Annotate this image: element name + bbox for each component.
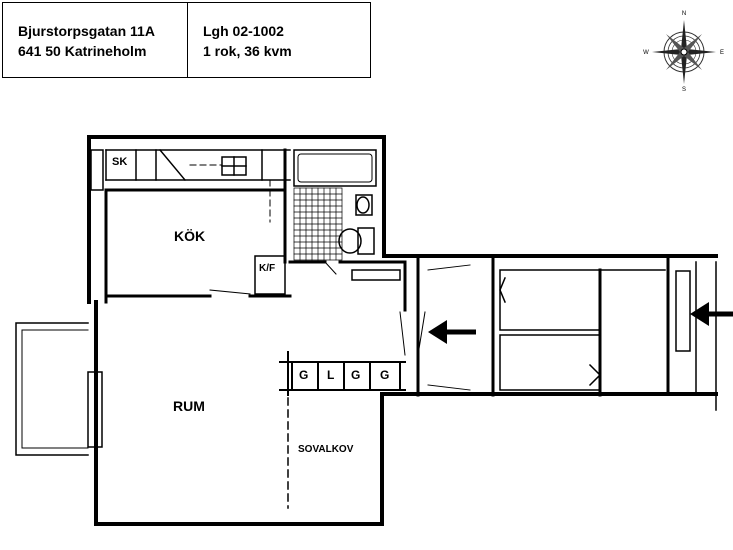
label-kitchen: KÖK bbox=[174, 228, 206, 244]
label-closet: G bbox=[299, 368, 309, 382]
closet-row bbox=[279, 361, 406, 391]
compass-e: E bbox=[720, 50, 724, 56]
bathroom-floor-grid bbox=[293, 187, 343, 261]
street-address: Bjurstorpsgatan 11A bbox=[18, 23, 155, 39]
compass-w: W bbox=[643, 50, 649, 56]
compass-n: N bbox=[682, 11, 686, 17]
info-box: Bjurstorpsgatan 11A 641 50 Katrineholm L… bbox=[2, 2, 371, 78]
apartment-cell: Lgh 02-1002 1 rok, 36 kvm bbox=[188, 3, 370, 77]
address-cell: Bjurstorpsgatan 11A 641 50 Katrineholm bbox=[3, 3, 188, 77]
label-closet: L bbox=[327, 368, 335, 382]
compass-rose-icon: N E S W bbox=[643, 11, 724, 92]
apartment-size: 1 rok, 36 kvm bbox=[203, 43, 292, 59]
label-closet: G bbox=[380, 368, 390, 382]
label-sleeping-alcove: SOVALKOV bbox=[298, 444, 354, 455]
entrance-arrow-icon bbox=[690, 302, 733, 326]
label-living-room: RUM bbox=[173, 398, 205, 414]
doors bbox=[209, 264, 471, 391]
outer-walls bbox=[87, 135, 718, 526]
label-closet: G bbox=[351, 368, 361, 382]
bathtub bbox=[293, 149, 377, 187]
storage-area bbox=[499, 269, 666, 391]
entrance-arrow-icon bbox=[428, 320, 476, 344]
sink-toilet bbox=[338, 194, 375, 255]
apartment-number: Lgh 02-1002 bbox=[203, 23, 284, 39]
label-sk: SK bbox=[112, 156, 128, 168]
compass-s: S bbox=[682, 87, 686, 92]
balcony bbox=[15, 322, 89, 456]
fridge-freezer-box bbox=[254, 255, 286, 295]
kitchen-counter bbox=[105, 148, 291, 182]
postal-city: 641 50 Katrineholm bbox=[18, 43, 147, 59]
label-kf: K/F bbox=[259, 263, 276, 274]
